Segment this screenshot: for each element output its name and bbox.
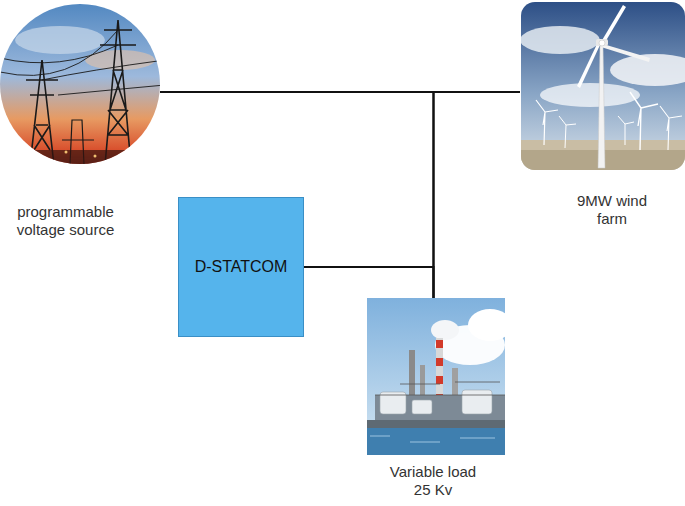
equipment-node: Variable load 25 Kv xyxy=(362,298,505,503)
box-label: D-STATCOM xyxy=(195,258,288,276)
bus-wire xyxy=(304,267,434,298)
industrial-load-picture xyxy=(367,298,505,455)
statcom-box: D-STATCOM xyxy=(178,197,304,337)
equipment-label: Variable load 25 Kv xyxy=(383,463,483,499)
bus-wire xyxy=(434,92,521,298)
wind-farm-picture xyxy=(521,2,685,170)
substation-picture xyxy=(0,0,165,170)
equipment-node: programmable voltage source xyxy=(0,0,160,243)
equipment-node: 9MW wind farm xyxy=(520,0,685,232)
equipment-label: 9MW wind farm xyxy=(566,192,658,228)
equipment-label: programmable voltage source xyxy=(3,203,128,239)
